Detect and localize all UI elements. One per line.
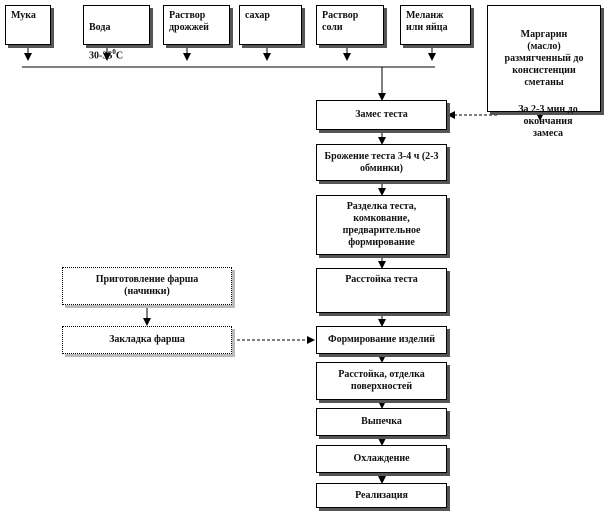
step-proofing-box: Расстойка теста xyxy=(316,268,447,313)
ingredient-water-label: Вода 30-350С xyxy=(89,10,123,62)
ingredient-eggs-box: Меланж или яйца xyxy=(400,5,471,45)
ingredient-water-degree: 0 xyxy=(112,48,116,56)
step-kneading-box: Замес теста xyxy=(316,100,447,130)
step-fermentation-label: Брожение теста 3-4 ч (2-3 обминки) xyxy=(324,150,439,174)
ingredient-water-line1: Вода xyxy=(89,22,111,33)
filling-insertion-label: Закладка фарша xyxy=(109,334,185,345)
ingredient-margarine-label: Маргарин (масло) размягченный до консист… xyxy=(504,28,584,88)
filling-preparation-label: Приготовление фарша (начинки) xyxy=(95,274,199,297)
step-shaping-label: Формирование изделий xyxy=(328,334,435,345)
ingredient-water-box: Вода 30-350С xyxy=(83,5,150,61)
step-sale-label: Реализация xyxy=(355,489,408,501)
ingredient-salt-box: Раствор соли xyxy=(316,5,384,45)
step-cooling-box: Охлаждение xyxy=(316,445,447,473)
step-kneading-label: Замес теста xyxy=(355,109,408,120)
ingredient-flour-label: Мука xyxy=(11,10,36,21)
step-cooling-label: Охлаждение xyxy=(353,453,410,464)
step-dividing-label: Разделка теста, комкование, предваритель… xyxy=(342,201,421,248)
step-baking-box: Выпечка xyxy=(316,408,447,436)
ingredient-sugar-box: сахар xyxy=(239,5,302,45)
step-sale-box: Реализация xyxy=(316,483,447,508)
margarine-timing-note: За 2-3 мин до окончания замеса xyxy=(518,104,578,139)
filling-preparation-box: Приготовление фарша (начинки) xyxy=(62,267,232,305)
ingredient-eggs-label: Меланж или яйца xyxy=(406,10,448,33)
step-dividing-box: Разделка теста, комкование, предваритель… xyxy=(316,195,447,255)
ingredient-salt-label: Раствор соли xyxy=(322,10,359,33)
step-final-proofing-label: Расстойка, отделка поверхностей xyxy=(338,369,425,392)
ingredient-yeast-box: Раствор дрожжей xyxy=(163,5,230,45)
ingredient-sugar-label: сахар xyxy=(245,10,270,21)
ingredient-flour-box: Мука xyxy=(5,5,51,45)
filling-insertion-box: Закладка фарша xyxy=(62,326,232,354)
step-baking-label: Выпечка xyxy=(361,416,402,427)
step-fermentation-box: Брожение теста 3-4 ч (2-3 обминки) xyxy=(316,144,447,181)
step-shaping-box: Формирование изделий xyxy=(316,326,447,354)
ingredient-water-range: 30-35 xyxy=(89,50,113,62)
ingredient-yeast-label: Раствор дрожжей xyxy=(169,10,209,33)
step-final-proofing-box: Расстойка, отделка поверхностей xyxy=(316,362,447,400)
ingredient-margarine-box: Маргарин (масло) размягченный до консист… xyxy=(487,5,601,112)
step-proofing-label: Расстойка теста xyxy=(345,274,418,285)
ingredient-water-unit: С xyxy=(115,50,124,62)
